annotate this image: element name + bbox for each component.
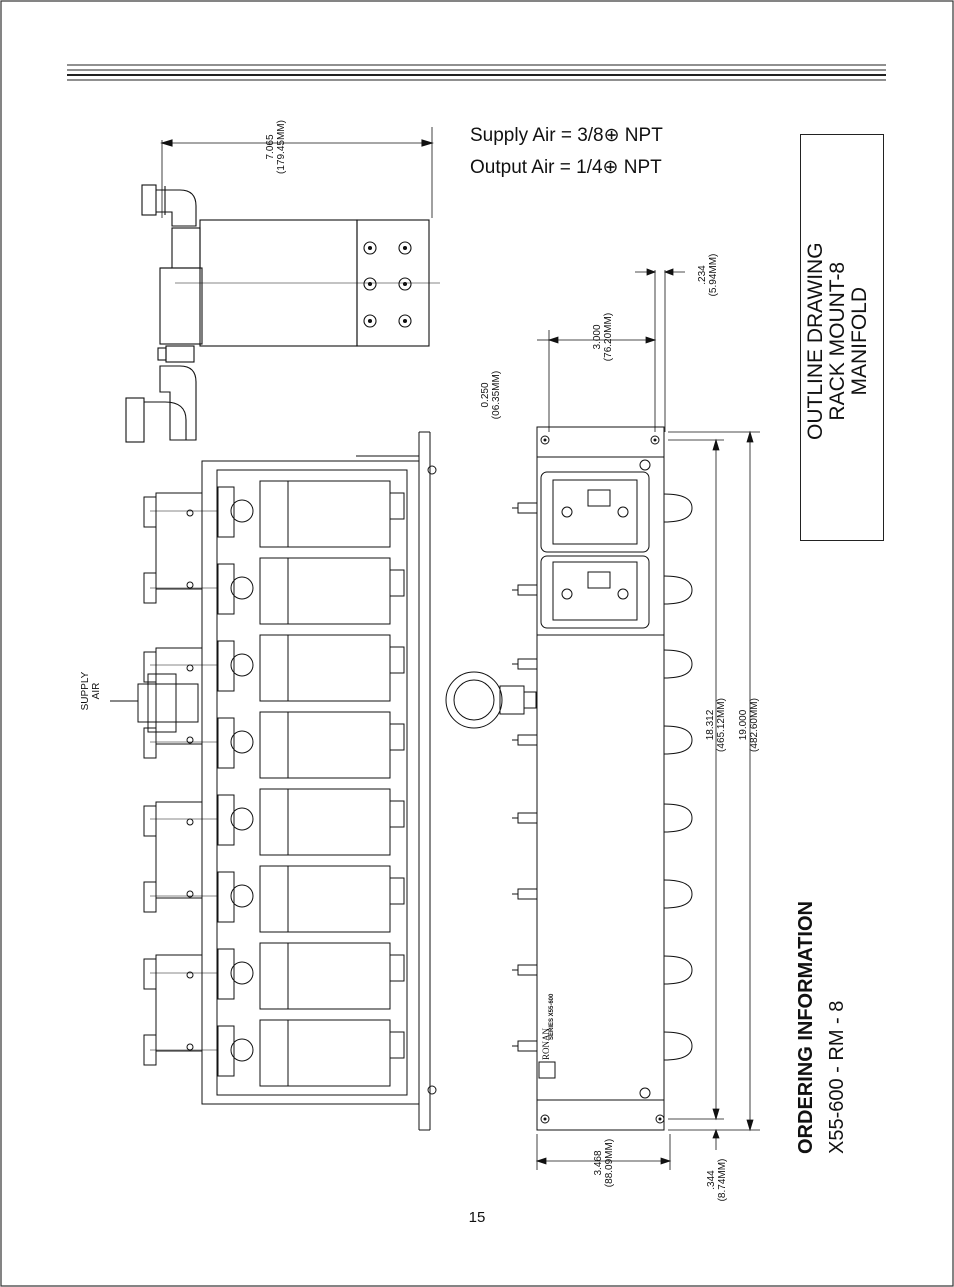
front-view-modules bbox=[143, 480, 405, 1087]
manifold-module bbox=[150, 634, 405, 702]
top-view-ports bbox=[512, 493, 693, 1061]
dim-depth: 7.065(179.45MM) bbox=[265, 120, 287, 174]
title-line-3: MANIFOLD bbox=[848, 286, 871, 396]
output-port bbox=[512, 955, 693, 985]
output-air-spec: Output Air = 1/4⊕ NPT bbox=[470, 157, 662, 178]
dim-hole-length: 18.312(465.12MM) bbox=[705, 698, 727, 752]
dim-bottom-width: 3.468(88.09MM) bbox=[593, 1138, 615, 1188]
manifold-module bbox=[150, 557, 405, 625]
dimension-lines bbox=[535, 268, 760, 1170]
manifold-module bbox=[150, 865, 405, 933]
dim-hole-spacing: 3.000(76.20MM) bbox=[592, 312, 614, 362]
air-block bbox=[143, 647, 203, 759]
manifold-module bbox=[150, 480, 405, 548]
dim-bottom-edge: .344(8.74MM) bbox=[706, 1158, 728, 1202]
page-number: 15 bbox=[468, 1209, 486, 1226]
output-port bbox=[512, 493, 693, 523]
top-view bbox=[445, 426, 665, 1131]
dim-hole-offset: 0.250(06.35MM) bbox=[480, 370, 502, 420]
output-port bbox=[512, 649, 693, 679]
output-port bbox=[512, 1031, 693, 1061]
ordering-heading: ORDERING INFORMATION bbox=[795, 901, 817, 1154]
output-port bbox=[512, 725, 693, 755]
air-block bbox=[143, 954, 203, 1066]
output-port bbox=[512, 803, 693, 833]
manifold-module bbox=[150, 711, 405, 779]
ordering-code: X55-600 - RM - 8 bbox=[826, 1000, 848, 1154]
dim-edge-offset: .234(5.94MM) bbox=[697, 253, 719, 297]
air-block bbox=[143, 492, 203, 604]
supply-fitting bbox=[110, 673, 199, 733]
title-block bbox=[800, 134, 884, 541]
manifold-module bbox=[150, 788, 405, 856]
title-text: OUTLINE DRAWING RACK MOUNT-8 MANIFOLD bbox=[804, 242, 871, 440]
title-line-1: OUTLINE DRAWING bbox=[804, 242, 827, 440]
header-rules bbox=[67, 64, 886, 81]
front-view bbox=[201, 431, 437, 1131]
side-view bbox=[125, 127, 440, 443]
title-line-2: RACK MOUNT-8 bbox=[826, 261, 849, 421]
air-spec: Supply Air = 3/8⊕ NPT Output Air = 1/4⊕ … bbox=[470, 120, 663, 184]
output-port bbox=[512, 575, 693, 605]
air-block bbox=[143, 801, 203, 913]
manifold-module bbox=[150, 1019, 405, 1087]
output-port bbox=[512, 879, 693, 909]
supply-air-spec: Supply Air = 3/8⊕ NPT bbox=[470, 125, 663, 146]
dim-overall-length: 19.000(482.60MM) bbox=[738, 698, 760, 752]
brand-label: RONAN bbox=[541, 1027, 551, 1060]
plate-holes bbox=[363, 241, 412, 328]
manifold-module bbox=[150, 942, 405, 1010]
